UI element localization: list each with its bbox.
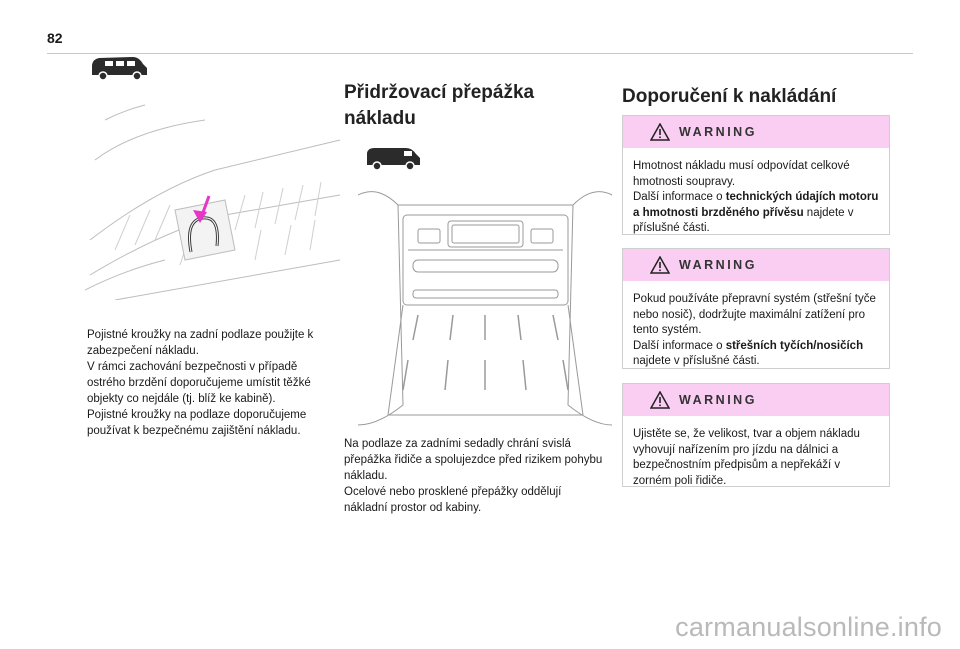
warning-ref-topic: technických údajích motoru a hmotnosti b… [633,191,879,219]
warning-triangle-icon [650,123,670,141]
warning-ref-post: najdete v příslušné části. [633,355,760,367]
warning-box: WARNING Pokud používáte přepravní systém… [622,248,890,369]
passenger-van-icon [92,57,147,81]
paragraph: V rámci zachování bezpečnosti v případě … [87,361,311,405]
warning-label: WARNING [679,258,757,272]
warning-sentence: Pokud používáte přepravní systém (střešn… [633,293,876,336]
watermark: carmanualsonline.info [675,612,942,642]
warning-ref-post: najdete v příslušné části. [633,206,854,235]
header-rule [47,53,913,54]
paragraph: Na podlaze za zadními sedadly chrání svi… [344,438,603,482]
warning-ref-pre: Další informace o [633,339,726,352]
warning-ref-topic: střešních tyčích/nosičích [725,339,864,352]
warning-sentence: Hmotnost nákladu musí odpovídat celkové … [633,160,850,188]
warning-text: Hmotnost nákladu musí odpovídat celkové … [623,148,889,245]
section-title: Doporučení k nakládání [622,86,837,107]
paragraph: Pojistné kroužky na podlaze doporučujeme… [87,409,307,437]
section-title: Přidržovací přepážka nákladu [344,82,535,129]
cargo-partition-illustration [358,191,612,426]
warning-header: WARNING [623,249,889,281]
warning-triangle-icon [650,391,670,409]
warning-text: Ujistěte se, že velikost, tvar a objem n… [623,416,889,497]
warning-box: WARNING Hmotnost nákladu musí odpovídat … [622,115,890,235]
floor-rings-text: Pojistné kroužky na zadní podlaze použij… [87,327,327,439]
page-number: 82 [47,30,63,46]
panel-van-icon [367,148,420,171]
floor-ring-illustration [85,104,341,300]
warning-header: WARNING [623,384,889,416]
paragraph: Ocelové nebo prosklené přepážky oddělují… [344,486,562,514]
warning-ref-pre: Další informace o [633,191,726,203]
paragraph: Pojistné kroužky na zadní podlaze použij… [87,329,314,357]
warning-label: WARNING [679,393,757,407]
warning-triangle-icon [650,256,670,274]
warning-header: WARNING [623,116,889,148]
warning-box: WARNING Ujistěte se, že velikost, tvar a… [622,383,890,487]
warning-sentence: Ujistěte se, že velikost, tvar a objem n… [633,428,860,487]
warning-text: Pokud používáte přepravní systém (střešn… [623,281,889,378]
warning-label: WARNING [679,125,757,139]
partition-text: Na podlaze za zadními sedadly chrání svi… [344,436,604,516]
